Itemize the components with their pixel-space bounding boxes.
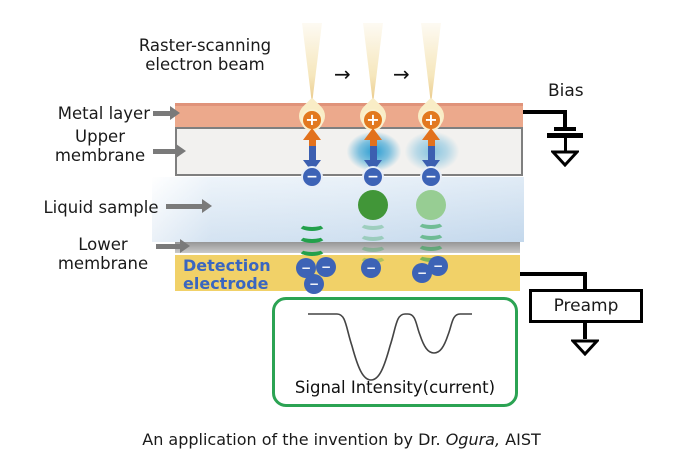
pointer-arrow-icon <box>202 199 212 213</box>
negative-charge-icon: − <box>362 166 384 188</box>
bias-wire <box>523 110 567 114</box>
orange-up-arrow-icon <box>422 128 440 140</box>
pointer-arrow-shaft <box>153 149 176 154</box>
bias-wire <box>563 110 567 129</box>
pointer-arrow-shaft <box>166 204 202 209</box>
bias-source-icon <box>554 127 576 131</box>
pointer-arrow-shaft <box>153 111 170 116</box>
plus-glyph: + <box>305 110 319 129</box>
plus-glyph: + <box>366 110 380 129</box>
minus-glyph: − <box>320 260 332 274</box>
positive-charge-icon: + <box>420 109 442 131</box>
bias-source-icon <box>547 133 583 138</box>
ground-icon <box>551 150 579 167</box>
orange-up-arrow-icon <box>303 128 321 140</box>
minus-glyph: − <box>425 169 437 185</box>
minus-glyph: − <box>308 277 320 291</box>
lower-membrane-bar <box>175 242 520 253</box>
detection-electrode-bar <box>175 255 520 291</box>
ripple-arc-icon <box>298 218 326 231</box>
scan-direction-arrow: → <box>334 62 351 86</box>
lower-membrane-line2: membrane <box>57 254 149 273</box>
blue-down-arrow-shaft <box>369 146 377 161</box>
negative-charge-icon: − <box>304 274 324 294</box>
pointer-arrow-icon <box>180 239 190 253</box>
raster-label-line1: Raster-scanning <box>138 36 272 55</box>
preamp-wire <box>583 272 587 289</box>
detection-label-line1: Detection <box>183 256 271 275</box>
preamp-wire <box>583 323 587 339</box>
detection-label-line2: electrode <box>183 274 269 293</box>
pointer-arrow-shaft <box>156 244 180 249</box>
scan-direction-arrow: → <box>393 62 410 86</box>
minus-glyph: − <box>365 261 377 275</box>
minus-glyph: − <box>306 169 318 185</box>
bias-label: Bias <box>548 81 584 101</box>
negative-charge-icon: − <box>296 258 316 278</box>
electron-beam-icon <box>363 23 383 104</box>
negative-charge-icon: − <box>420 166 442 188</box>
minus-glyph: − <box>300 261 312 275</box>
negative-charge-icon: − <box>301 166 323 188</box>
ripple-arc-icon <box>298 243 326 256</box>
blue-down-arrow-shaft <box>427 146 435 161</box>
ground-icon <box>571 339 599 356</box>
signal-waveform <box>308 313 472 381</box>
preamp-box: Preamp <box>529 289 643 323</box>
electron-beam-icon <box>421 23 441 104</box>
positive-charge-icon: + <box>362 109 384 131</box>
metal-layer-label: Metal layer <box>57 104 150 123</box>
metal-layer-bar <box>175 103 523 127</box>
upper-membrane-line1: Upper <box>75 127 125 146</box>
preamp-wire <box>520 272 587 276</box>
sample-particle-dark <box>358 190 388 220</box>
sample-particle-light <box>416 190 446 220</box>
signal-intensity-label: Signal Intensity(current) <box>294 378 496 397</box>
minus-glyph: − <box>432 259 444 273</box>
caption-italic-name: Ogura, <box>445 430 501 449</box>
negative-charge-icon: − <box>316 257 336 277</box>
pointer-arrow-icon <box>170 106 180 120</box>
pointer-arrow-icon <box>176 144 186 158</box>
electron-beam-icon <box>302 23 322 104</box>
preamp-label: Preamp <box>553 296 619 316</box>
blue-down-arrow-shaft <box>308 146 316 161</box>
upper-membrane-line2: membrane <box>54 146 146 165</box>
caption-suffix: AIST <box>500 430 541 449</box>
signal-intensity-panel: Signal Intensity(current) <box>272 297 518 407</box>
raster-beam-label: Raster-scanning electron beam <box>120 36 290 74</box>
liquid-sample-region <box>152 177 524 242</box>
figure-caption: An application of the invention by Dr. O… <box>0 430 683 449</box>
lower-membrane-line1: Lower <box>78 235 128 254</box>
liquid-sample-label: Liquid sample <box>43 198 159 217</box>
detection-electrode-label: Detection electrode <box>183 257 271 293</box>
orange-up-arrow-icon <box>364 128 382 140</box>
upper-membrane-bar <box>175 127 523 176</box>
bias-wire <box>564 138 567 151</box>
caption-prefix: An application of the invention by Dr. <box>142 430 446 449</box>
lower-membrane-label: Lower membrane <box>33 235 173 273</box>
negative-charge-icon: − <box>361 258 381 278</box>
raster-label-line2: electron beam <box>145 55 265 74</box>
minus-glyph: − <box>367 169 379 185</box>
upper-membrane-label: Upper membrane <box>30 127 170 165</box>
negative-charge-icon: − <box>428 256 448 276</box>
minus-glyph: − <box>416 266 428 280</box>
plus-glyph: + <box>424 110 438 129</box>
positive-charge-icon: + <box>301 109 323 131</box>
ripple-arc-icon <box>298 230 326 243</box>
negative-charge-icon: − <box>412 263 432 283</box>
